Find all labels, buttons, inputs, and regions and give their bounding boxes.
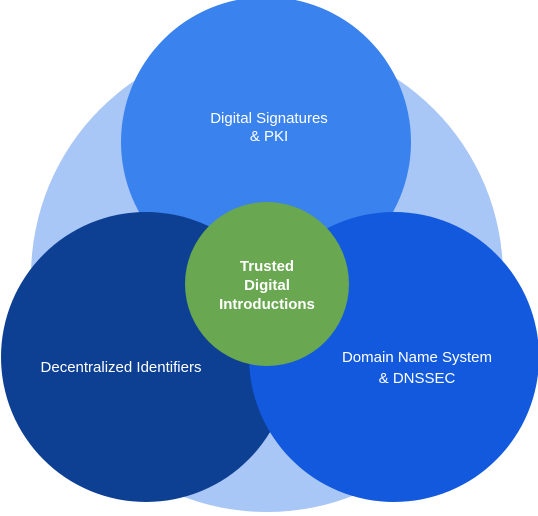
- center-circle-label-line3: Introductions: [219, 296, 315, 313]
- top-circle-label-line1: Digital Signatures: [210, 110, 328, 127]
- center-circle-label-line1: Trusted: [240, 258, 294, 275]
- top-circle-label-line2: & PKI: [250, 128, 288, 145]
- center-circle: [185, 202, 349, 366]
- center-circle-label-line2: Digital: [244, 277, 290, 294]
- right-circle-label-line2: & DNSSEC: [379, 370, 456, 387]
- left-circle-label: Decentralized Identifiers: [41, 359, 202, 376]
- right-circle-label-line1: Domain Name System: [342, 349, 492, 366]
- top-circle: [121, 0, 411, 287]
